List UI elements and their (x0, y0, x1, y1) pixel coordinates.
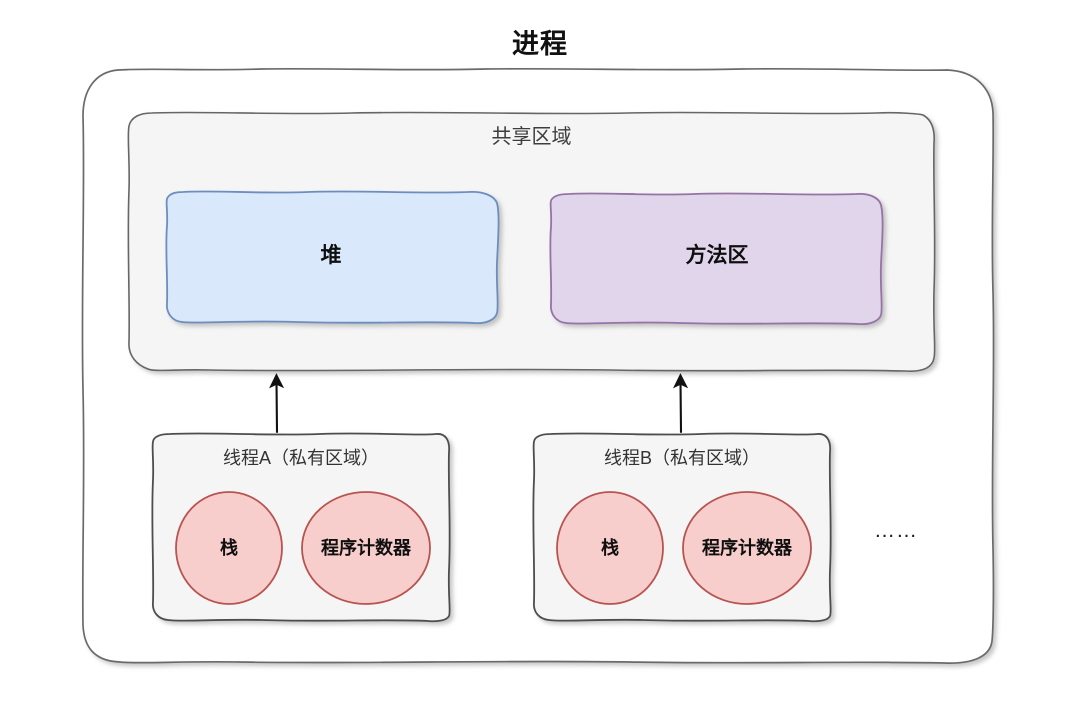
thread-b-stack-label: 栈 (601, 538, 619, 558)
thread-a-to-shared-arrow (269, 373, 285, 434)
thread-b-to-shared-arrow (673, 373, 689, 434)
method-area-label: 方法区 (685, 244, 749, 267)
page-title: 进程 (512, 29, 568, 59)
shared-region-label: 共享区域 (491, 126, 572, 148)
shared-region-box (127, 111, 936, 372)
thread-a-stack-label: 栈 (220, 538, 238, 558)
thread-b-program-counter-label: 程序计数器 (702, 538, 792, 558)
thread-a-label: 线程A（私有区域） (222, 448, 379, 468)
process-container (81, 67, 995, 664)
heap-label: 堆 (320, 244, 342, 267)
more-threads-ellipsis: …… (874, 519, 918, 542)
thread-b-label: 线程B（私有区域） (603, 448, 760, 468)
thread-a-program-counter-label: 程序计数器 (321, 538, 411, 558)
